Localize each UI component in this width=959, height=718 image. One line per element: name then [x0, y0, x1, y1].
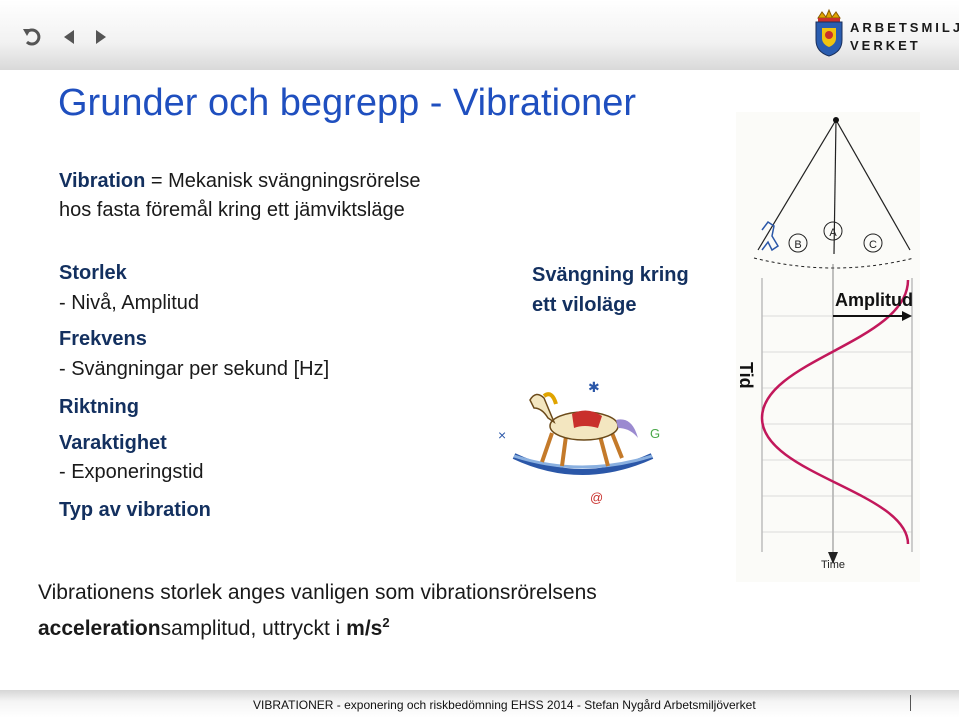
tid-label: Tid [736, 362, 756, 389]
footer-text: VIBRATIONER - exponering och riskbedömni… [253, 698, 756, 712]
slide-title: Grunder och begrepp - Vibrationer [58, 82, 637, 124]
rocking-horse-icon: × ✱ G @ [498, 379, 660, 505]
bottom-rest: samplitud, uttryckt i [160, 617, 347, 640]
frekvens-detail: - Svängningar per sekund [Hz] [59, 358, 330, 380]
arrow-right-icon[interactable] [94, 26, 108, 50]
bottom-bold: acceleration [38, 617, 161, 640]
footer-bar: VIBRATIONER - exponering och riskbedömni… [0, 690, 959, 718]
bottom-statement: Vibrationens storlek anges vanligen som … [38, 578, 597, 644]
undo-icon[interactable] [22, 26, 44, 50]
heading-varaktighet: Varaktighet [59, 432, 167, 454]
point-c: C [869, 239, 877, 251]
amplitude-label: Amplitud [835, 290, 913, 310]
bottom-unit: m/s [346, 617, 383, 640]
definition-line2: hos fasta föremål kring ett jämviktsläge [59, 199, 405, 221]
heading-frekvens: Frekvens [59, 328, 147, 350]
top-toolbar: ARBETSMILJÖ VERKET [0, 0, 959, 70]
time-label: Time [821, 559, 845, 571]
logo-line2: VERKET [850, 38, 921, 53]
definition-term: Vibration [59, 170, 146, 192]
logo-line1: ARBETSMILJÖ [850, 20, 959, 35]
swing-line2: ett viloläge [532, 294, 637, 316]
storlek-detail: - Nivå, Amplitud [59, 292, 200, 314]
point-a: A [829, 227, 837, 239]
svg-text:✱: ✱ [588, 379, 600, 395]
swing-caption: Svängning kring ett viloläge [532, 260, 689, 320]
point-b: B [794, 239, 801, 251]
text-cursor [910, 695, 911, 711]
crest-icon [815, 8, 843, 57]
definition-rest: = Mekanisk svängningsrörelse [145, 170, 421, 192]
arbetsmiljoverket-logo[interactable]: ARBETSMILJÖ VERKET [812, 8, 959, 60]
bottom-line1: Vibrationens storlek anges vanligen som … [38, 581, 597, 604]
heading-storlek: Storlek [59, 262, 127, 284]
heading-riktning: Riktning [59, 396, 139, 418]
pendulum-sine-figure: B A C Amplitud Tid Time [736, 112, 920, 582]
svg-text:×: × [498, 427, 506, 443]
svg-text:G: G [650, 426, 660, 441]
bottom-sup: 2 [382, 615, 390, 630]
varaktighet-detail: - Exponeringstid [59, 461, 204, 483]
svg-text:@: @ [590, 490, 603, 505]
definition: Vibration = Mekanisk svängningsrörelse h… [59, 167, 420, 225]
arrow-left-icon[interactable] [62, 26, 76, 50]
swing-line1: Svängning kring [532, 264, 689, 286]
heading-typ: Typ av vibration [59, 499, 211, 521]
